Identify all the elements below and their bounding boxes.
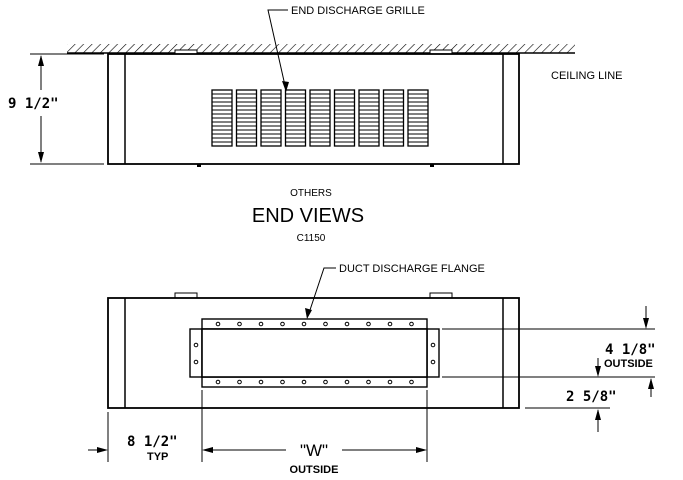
- bolt-hole: [366, 321, 371, 327]
- bolt-hole: [366, 379, 371, 385]
- dim-offset-value: 2 5/8": [566, 389, 617, 405]
- height-dimension: 9 1/2": [8, 96, 59, 112]
- bolt-hole: [344, 379, 350, 385]
- dim-height-note: OUTSIDE: [604, 358, 653, 370]
- caption-title: END VIEWS: [252, 205, 364, 227]
- grille-leader-arrow: [282, 81, 289, 92]
- flange-bolt-holes: [193, 321, 436, 385]
- flange-outer-bottom: [201, 376, 428, 388]
- dim41-arrow-top: [643, 318, 649, 329]
- caption: OTHERS END VIEWS C1150: [252, 188, 364, 244]
- dim85-arrow-left: [97, 447, 108, 453]
- bolt-hole: [215, 379, 221, 385]
- bolt-hole: [280, 379, 285, 385]
- bolt-hole: [344, 321, 350, 327]
- grille-leader: [267, 9, 288, 91]
- bolt-hole: [409, 321, 414, 327]
- dim-side-note: TYP: [147, 451, 168, 463]
- bolt-hole: [430, 359, 436, 365]
- duct-opening: [201, 328, 428, 378]
- bottom-end-view: DUCT DISCHARGE FLANGE 4 1/8" OUTSIDE 2 5…: [88, 263, 656, 476]
- dim-side-value: 8 1/2": [127, 434, 178, 450]
- bolt-hole: [193, 342, 199, 348]
- ceiling-line-label: CEILING LINE: [551, 70, 623, 82]
- bolt-hole: [430, 342, 436, 348]
- bolt-hole: [280, 321, 285, 327]
- ceiling-hatch: [67, 44, 575, 53]
- caption-others: OTHERS: [290, 188, 332, 199]
- top-end-view: END DISCHARGE GRILLE 9 1/2" CEILING LINE: [8, 5, 623, 167]
- dim25-arrow-down: [595, 409, 601, 420]
- flange-left: [189, 328, 203, 378]
- flange-label: DUCT DISCHARGE FLANGE: [339, 263, 485, 275]
- bolt-hole: [323, 379, 328, 385]
- caption-code: C1150: [297, 233, 326, 244]
- flange-right: [426, 328, 440, 378]
- bolt-hole: [387, 379, 393, 385]
- bolt-hole: [237, 321, 242, 327]
- dim-width-value: "W": [300, 441, 328, 460]
- dim-arrow-up: [38, 55, 44, 66]
- bolt-hole: [258, 321, 264, 327]
- foot-right: [430, 164, 434, 167]
- foot-left: [197, 164, 201, 167]
- bolt-hole: [301, 379, 307, 385]
- dim41-arrow-bottom: [595, 366, 601, 377]
- flange-leader: [307, 267, 336, 317]
- dim25-arrow-up: [648, 378, 654, 389]
- dimw-arrow-right: [416, 447, 427, 453]
- flange-outer-top: [201, 318, 428, 330]
- bolt-hole: [215, 321, 221, 327]
- bolt-hole: [387, 321, 393, 327]
- bolt-hole: [237, 379, 242, 385]
- dim-width-note: OUTSIDE: [290, 464, 339, 476]
- dim-height-value: 4 1/8": [605, 342, 656, 358]
- flange-leader-arrow: [305, 308, 312, 319]
- end-discharge-grille: [211, 89, 429, 147]
- bolt-hole: [301, 321, 307, 327]
- bolt-hole: [193, 359, 199, 365]
- bolt-hole: [258, 379, 264, 385]
- dim-arrow-down: [38, 152, 44, 163]
- bolt-hole: [409, 379, 414, 385]
- bolt-hole: [323, 321, 328, 327]
- grille-label: END DISCHARGE GRILLE: [291, 5, 425, 17]
